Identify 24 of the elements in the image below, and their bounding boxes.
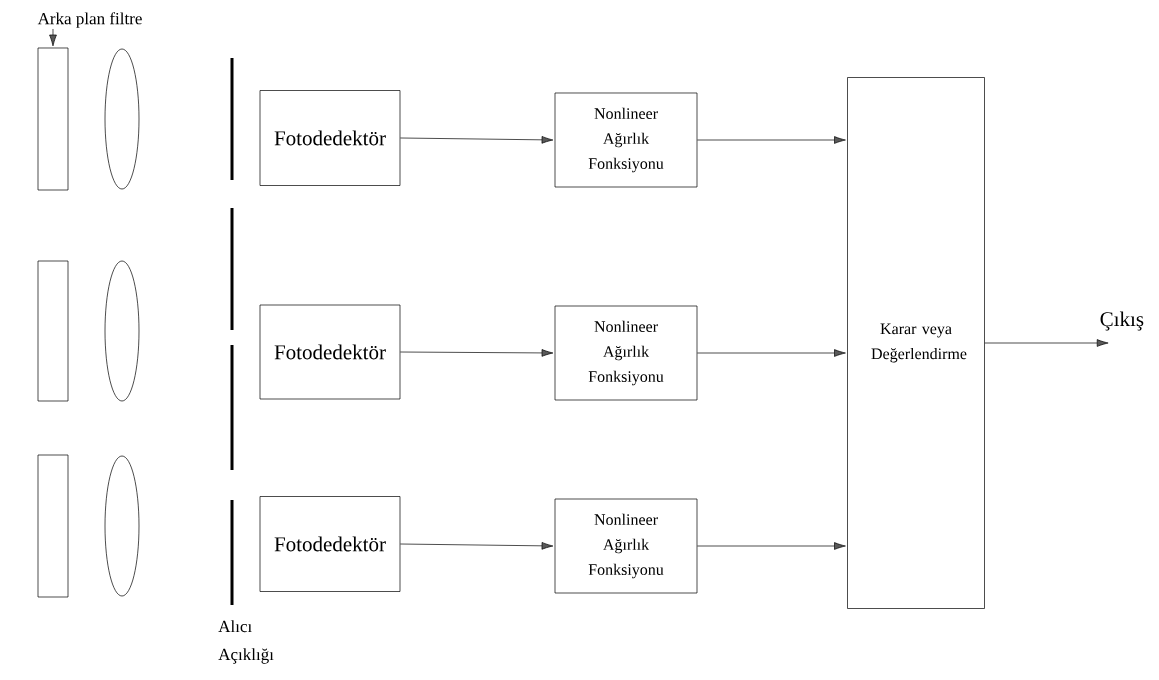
lens-ellipse <box>104 455 140 597</box>
arrow <box>400 136 554 144</box>
filter-box <box>37 47 69 191</box>
process-box: Nonlineer Ağırlık Fonksiyonu <box>554 498 698 594</box>
arrow <box>697 136 846 144</box>
edge-label: Çıkış <box>1098 310 1146 332</box>
filter-box <box>37 260 69 402</box>
lens-ellipse <box>104 48 140 190</box>
process-box: Fotodedektör <box>259 496 401 592</box>
arrow <box>49 28 57 47</box>
lens-ellipse <box>104 260 140 402</box>
decision-box: Karar veya Değerlendirme <box>847 77 985 609</box>
arrow <box>400 349 554 357</box>
arrow <box>984 339 1109 347</box>
arrow <box>697 349 846 357</box>
process-box: Nonlineer Ağırlık Fonksiyonu <box>554 92 698 188</box>
process-box: Nonlineer Ağırlık Fonksiyonu <box>554 305 698 401</box>
arrow <box>400 542 554 550</box>
process-box: Fotodedektör <box>259 304 401 400</box>
caption-text: Arka plan filtre <box>37 12 142 28</box>
filter-box <box>37 454 69 598</box>
process-box: Fotodedektör <box>259 90 401 186</box>
aperture-label: Alıcı Açıklığı <box>218 620 274 664</box>
arrow <box>697 542 846 550</box>
